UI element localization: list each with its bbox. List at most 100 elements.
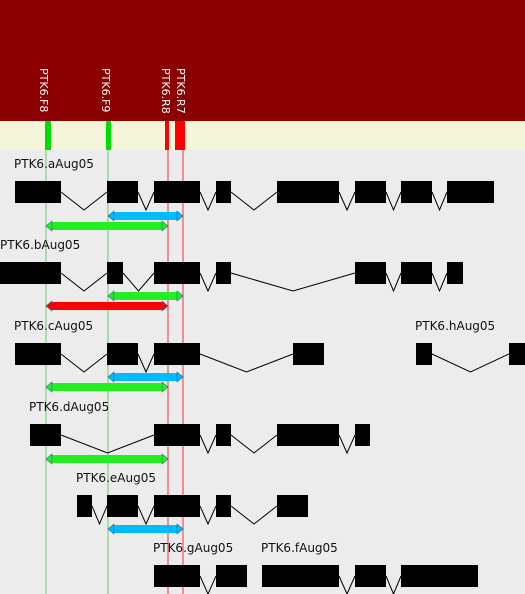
intron-line (137, 505, 155, 526)
amplicon-bar (50, 455, 164, 463)
transcript-label: PTK6.gAug05 (153, 541, 233, 555)
exon-block (216, 262, 231, 284)
primer-label-r8: PTK6.R8 (159, 68, 172, 114)
exon-block (216, 495, 231, 517)
amplicon-baug05-green (107, 290, 184, 302)
amplicon-caug05-green (45, 381, 169, 393)
amplicon-caug05-blue (107, 371, 184, 383)
amplicon-arrow-right (161, 300, 169, 312)
primer-marker-r7 (175, 121, 185, 150)
amplicon-arrow-right (176, 210, 184, 222)
intron-line (385, 191, 402, 212)
exon-block (154, 262, 200, 284)
exon-block (447, 181, 494, 203)
exon-block (77, 495, 92, 517)
exon-block (355, 565, 386, 587)
intron-line (199, 353, 294, 373)
exon-block (509, 343, 525, 365)
transcript-faug05: PTK6.fAug05 (261, 541, 478, 594)
exon-block (355, 181, 386, 203)
exon-block (15, 181, 61, 203)
primer-marker-f9 (106, 121, 111, 150)
transcript-label: PTK6.fAug05 (261, 541, 338, 555)
exon-block (216, 565, 247, 587)
amplicon-arrow-left (107, 371, 115, 383)
amplicon-arrow-left (107, 210, 115, 222)
intron-line (199, 575, 217, 594)
primer-label-f9: PTK6.F9 (99, 68, 112, 112)
intron-line (230, 191, 278, 211)
transcript-aaug05: PTK6.aAug05 (14, 157, 494, 212)
exon-block (416, 343, 432, 365)
intron-line (60, 353, 108, 373)
transcript-caug05: PTK6.cAug05 (14, 319, 324, 374)
intron-line (60, 191, 108, 211)
exon-block (154, 565, 200, 587)
intron-line (60, 434, 155, 454)
amplicon-arrow-right (176, 523, 184, 535)
transcript-label: PTK6.dAug05 (29, 400, 109, 414)
amplicon-bar (112, 212, 179, 220)
transcript-label: PTK6.hAug05 (415, 319, 495, 333)
exon-block (216, 181, 231, 203)
exon-block (107, 181, 138, 203)
intron-line (91, 505, 108, 526)
amplicon-arrow-right (161, 220, 169, 232)
transcript-label: PTK6.aAug05 (14, 157, 94, 171)
amplicon-bar (112, 292, 179, 300)
amplicon-bar (112, 373, 179, 381)
amplicon-bar (50, 302, 164, 310)
exon-block (15, 343, 61, 365)
transcript-gaug05: PTK6.gAug05 (153, 541, 247, 594)
amplicon-arrow-right (176, 290, 184, 302)
amplicon-aaug05-blue (107, 210, 184, 222)
intron-line (338, 575, 356, 594)
exon-block (355, 262, 386, 284)
intron-line (60, 272, 108, 292)
intron-line (199, 505, 217, 526)
header-band (0, 0, 525, 121)
intron-line (230, 272, 356, 292)
exon-block (401, 565, 478, 587)
transcript-label: PTK6.bAug05 (0, 238, 80, 252)
amplicon-arrow-left (45, 220, 53, 232)
exon-block (107, 343, 138, 365)
transcript-eaug05: PTK6.eAug05 (76, 471, 308, 526)
exon-block (216, 424, 231, 446)
exon-block (277, 181, 339, 203)
amplicon-daug05-green (45, 453, 169, 465)
exon-block (154, 181, 200, 203)
intron-line (199, 272, 217, 293)
transcript-label: PTK6.eAug05 (76, 471, 156, 485)
primer-band (0, 121, 525, 150)
transcript-haug05: PTK6.hAug05 (415, 319, 525, 373)
intron-line (385, 272, 402, 293)
transcript-label: PTK6.cAug05 (14, 319, 93, 333)
exon-block (154, 495, 200, 517)
amplicon-arrow-left (107, 523, 115, 535)
exon-block (154, 343, 200, 365)
primer-marker-r8 (165, 121, 169, 150)
transcript-baug05: PTK6.bAug05 (0, 238, 463, 293)
amplicon-arrow-left (45, 453, 53, 465)
amplicon-arrow-left (45, 300, 53, 312)
exon-block (107, 495, 138, 517)
exon-block (293, 343, 324, 365)
intron-line (137, 353, 155, 374)
primer-label-r7: PTK6.R7 (174, 68, 187, 114)
amplicon-bar (50, 222, 164, 230)
amplicon-arrow-right (161, 381, 169, 393)
amplicon-bars (45, 210, 184, 535)
exon-block (262, 565, 339, 587)
exon-block (401, 181, 432, 203)
amplicon-arrow-right (161, 453, 169, 465)
exon-block (355, 424, 370, 446)
exon-block (277, 424, 339, 446)
intron-line (122, 272, 155, 292)
intron-line (137, 191, 155, 212)
amplicon-arrow-right (176, 371, 184, 383)
